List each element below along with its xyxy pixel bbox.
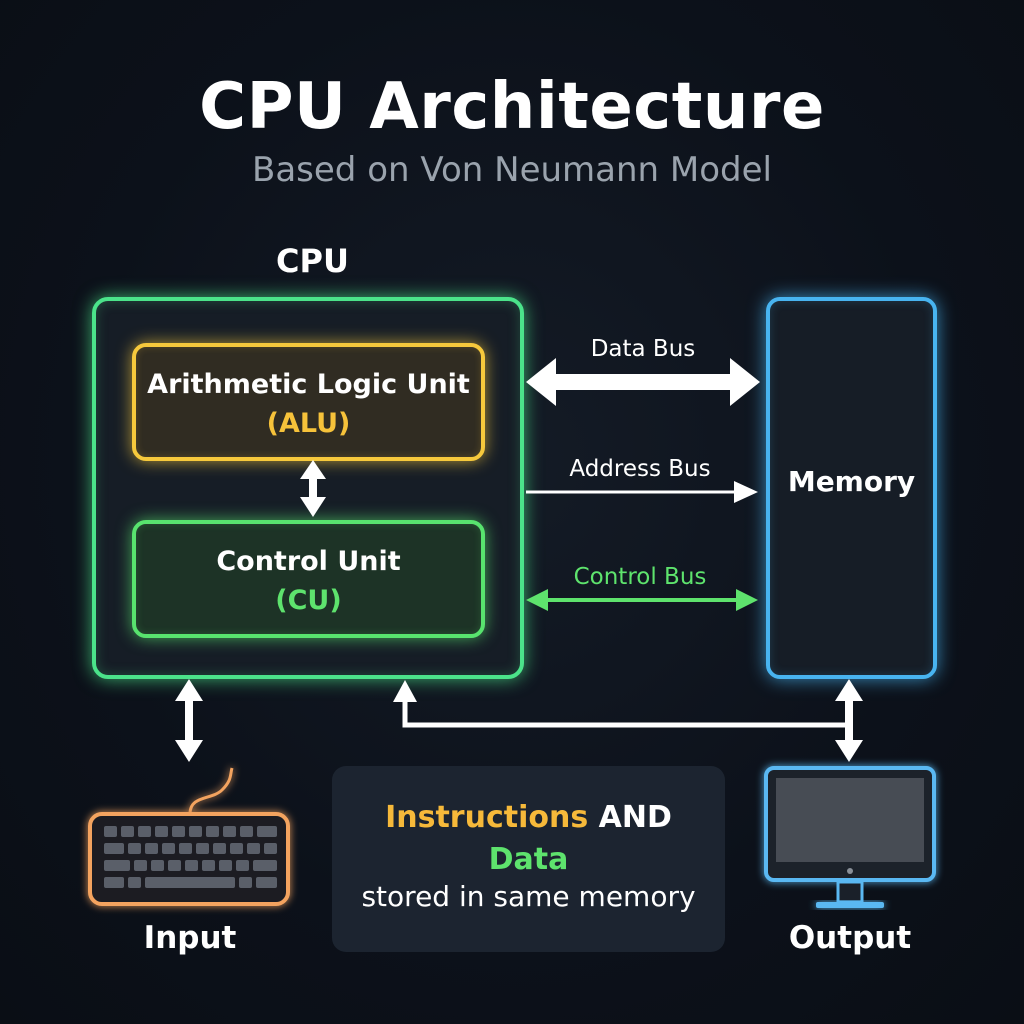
- cpu-label: CPU: [276, 242, 349, 280]
- output-cpu-path: [393, 680, 848, 728]
- cpu-input-arrow: [175, 679, 203, 762]
- memory-label: Memory: [787, 465, 916, 498]
- control-bus-label: Control Bus: [573, 564, 707, 590]
- keyboard-icon: [88, 767, 290, 906]
- memory-box: [766, 297, 937, 679]
- note-line-1: Instructions AND: [332, 800, 725, 835]
- address-bus-label: Address Bus: [569, 456, 711, 482]
- input-label: Input: [143, 920, 237, 956]
- note-and: AND: [598, 800, 672, 835]
- diagram-subtitle: Based on Von Neumann Model: [252, 150, 772, 190]
- note-box: [332, 766, 725, 952]
- control-bus-arrow: [526, 589, 758, 611]
- diagram-title: CPU Architecture: [199, 70, 825, 144]
- alu-abbr: (ALU): [266, 408, 351, 439]
- alu-name: Arithmetic Logic Unit: [147, 369, 470, 400]
- alu-box: Arithmetic Logic Unit (ALU): [132, 343, 485, 461]
- memory-output-arrow: [835, 679, 863, 762]
- note-rest: stored in same memory: [361, 880, 696, 913]
- address-bus-arrow: [526, 481, 758, 503]
- data-bus-label: Data Bus: [590, 336, 696, 362]
- note-instructions: Instructions: [385, 800, 589, 835]
- cu-name: Control Unit: [216, 546, 401, 577]
- monitor-icon: [764, 766, 936, 908]
- cu-abbr: (CU): [275, 585, 342, 616]
- data-bus-arrow: [526, 358, 760, 406]
- note-data: Data: [488, 842, 569, 877]
- output-label: Output: [788, 920, 912, 956]
- cu-box: Control Unit (CU): [132, 520, 485, 638]
